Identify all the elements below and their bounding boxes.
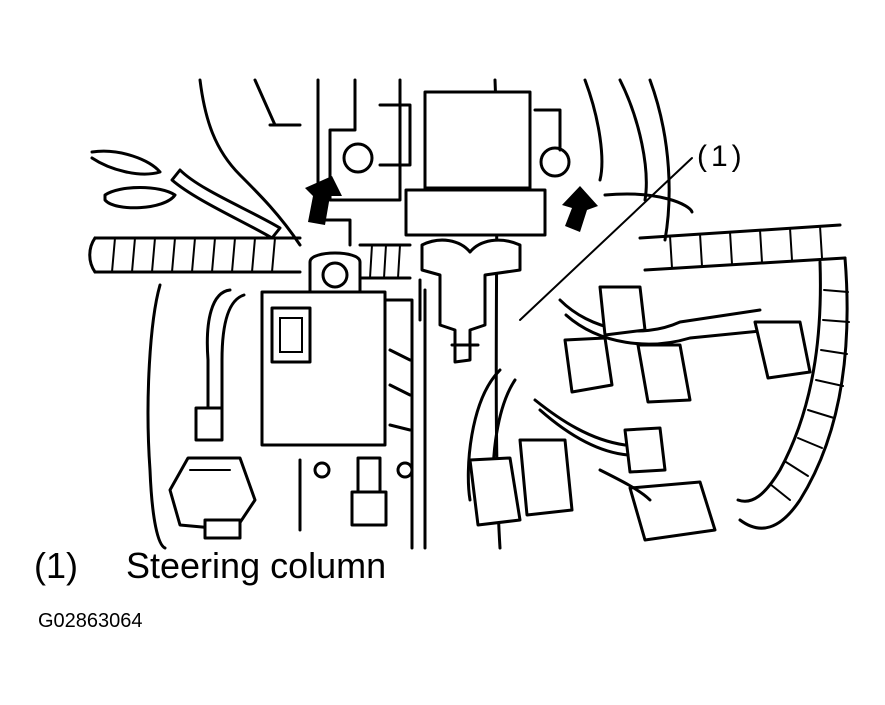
arrow-left-icon <box>305 176 342 225</box>
wiring-harness <box>88 223 850 530</box>
legend-label: Steering column <box>126 545 387 586</box>
figure-id: G02863064 <box>38 610 143 632</box>
bolt-arrows <box>305 176 598 232</box>
column-bracket <box>316 78 571 550</box>
arrow-right-icon <box>562 186 598 232</box>
legend-number: (1) <box>34 545 78 586</box>
callout-leader <box>519 157 693 321</box>
right-connector-cluster <box>466 285 812 542</box>
callout-marker: (1) <box>697 140 746 173</box>
legend-item: (1) Steering column <box>34 545 386 587</box>
control-module <box>260 251 414 550</box>
left-connector-harness <box>168 288 257 540</box>
